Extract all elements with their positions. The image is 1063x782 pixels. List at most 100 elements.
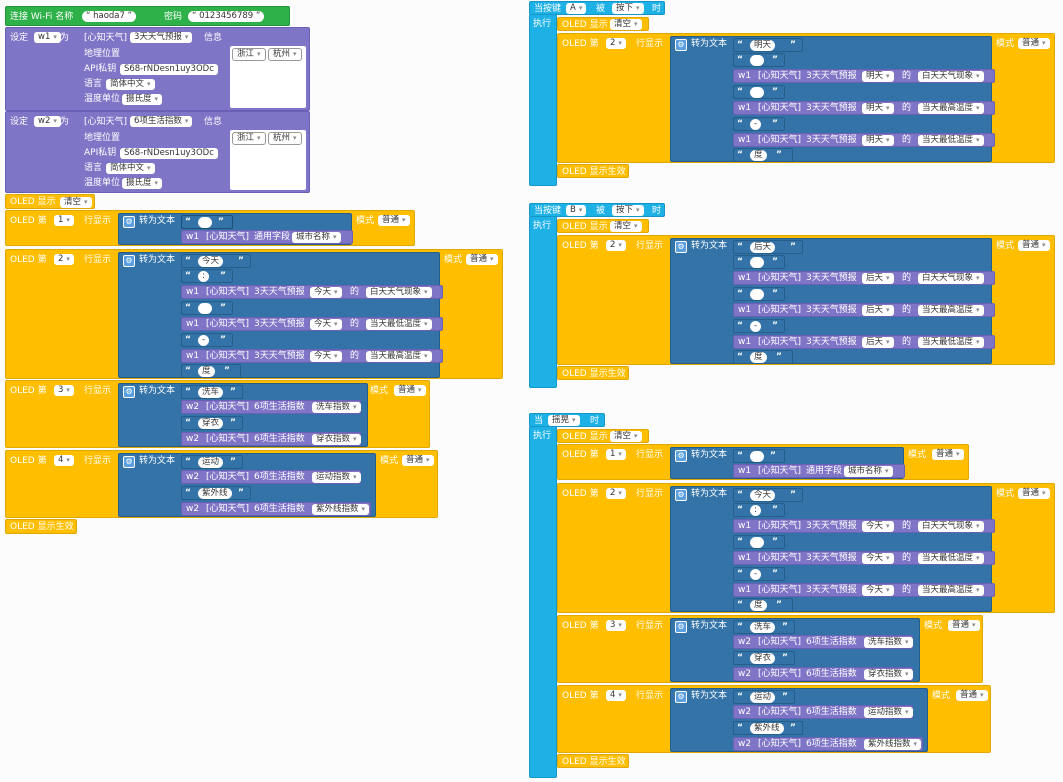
- field-dropdown[interactable]: 当天最低温度: [366, 319, 432, 330]
- w2-setting-block[interactable]: 设定 w2 为 [心知天气] 6项生活指数 信息 地理位置 浙江 杭州 API私…: [5, 111, 310, 193]
- life-index-block[interactable]: w2[心知天气]6项生活指数穿衣指数: [181, 432, 361, 446]
- text-literal-block[interactable]: “洗车”: [733, 620, 795, 634]
- text-literal-block[interactable]: “后天”: [733, 240, 803, 254]
- to-text-block[interactable]: ⚙ 转为文本 “今天” “:” w1[心知天气]3天天气预报今天的白天天气现象 …: [670, 486, 995, 612]
- text-value[interactable]: :: [198, 271, 209, 282]
- text-literal-block[interactable]: “-”: [733, 567, 785, 581]
- field-dropdown[interactable]: 白天天气现象: [366, 287, 432, 298]
- field-dropdown[interactable]: 白天天气现象: [918, 71, 984, 82]
- text-literal-block[interactable]: “穿衣”: [181, 416, 243, 430]
- text-literal-block[interactable]: “:”: [733, 503, 785, 517]
- text-value[interactable]: 今天: [750, 490, 776, 501]
- weather-field-block[interactable]: w1[心知天气]3天天气预报后天的白天天气现象: [733, 271, 995, 285]
- text-value[interactable]: 度: [750, 352, 767, 363]
- text-literal-block[interactable]: “-”: [733, 117, 785, 131]
- wifi-ssid[interactable]: “ haoda7 ”: [82, 11, 137, 22]
- text-value[interactable]: 度: [750, 600, 767, 611]
- button-dropdown[interactable]: B: [566, 205, 587, 216]
- w2-unit-dropdown[interactable]: 摄氏度: [122, 178, 163, 189]
- day-dropdown[interactable]: 后天: [862, 273, 894, 284]
- text-literal-block[interactable]: “紫外线”: [181, 486, 251, 500]
- oled-clear-dropdown[interactable]: 清空: [610, 431, 642, 442]
- life-index-block[interactable]: w2[心知天气]6项生活指数紫外线指数: [733, 737, 923, 751]
- weather-field-block[interactable]: w1[心知天气]3天天气预报明天的当天最低温度: [733, 133, 995, 147]
- press-dropdown[interactable]: 按下: [612, 3, 644, 14]
- day-dropdown[interactable]: 明天: [862, 103, 894, 114]
- text-value[interactable]: [198, 217, 212, 228]
- text-literal-block[interactable]: “今天”: [181, 254, 251, 268]
- mode-dropdown[interactable]: 普通: [1018, 38, 1050, 49]
- weather-field-block[interactable]: w1[心知天气]3天天气预报今天的当天最低温度: [733, 551, 995, 565]
- w2-var-dropdown[interactable]: w2: [34, 116, 61, 127]
- oled-clear-block[interactable]: OLED 显示 清空: [557, 219, 649, 233]
- life-index-block[interactable]: w2[心知天气]6项生活指数穿衣指数: [733, 667, 913, 681]
- life-index-block[interactable]: w2[心知天气]6项生活指数紫外线指数: [181, 502, 371, 516]
- text-value[interactable]: 今天: [198, 256, 224, 267]
- mode-dropdown[interactable]: 普通: [402, 455, 434, 466]
- life-index-block[interactable]: w2[心知天气]6项生活指数洗车指数: [733, 635, 913, 649]
- day-dropdown[interactable]: 后天: [862, 337, 894, 348]
- to-text-block[interactable]: ⚙ 转为文本 “后天” “ ” w1[心知天气]3天天气预报后天的白天天气现象 …: [670, 238, 995, 364]
- text-literal-block[interactable]: “-”: [733, 319, 785, 333]
- field-dropdown[interactable]: 当天最高温度: [366, 351, 432, 362]
- to-text-block[interactable]: ⚙ 转为文本 “今天” “:” w1[心知天气]3天天气预报今天的白天天气现象 …: [118, 252, 443, 378]
- weather-field-block[interactable]: w1[心知天气]3天天气预报今天的白天天气现象: [733, 519, 995, 533]
- field-dropdown[interactable]: 白天天气现象: [918, 521, 984, 532]
- text-literal-block[interactable]: “明天”: [733, 38, 803, 52]
- gear-icon[interactable]: ⚙: [675, 489, 687, 501]
- gear-icon[interactable]: ⚙: [123, 386, 135, 398]
- field-dropdown[interactable]: 紫外线指数: [864, 739, 922, 750]
- text-literal-block[interactable]: “:”: [181, 269, 233, 283]
- text-value[interactable]: 洗车: [198, 387, 224, 398]
- line-number-dropdown[interactable]: 2: [54, 254, 74, 265]
- weather-field-block[interactable]: w1[心知天气]3天天气预报明天的白天天气现象: [733, 69, 995, 83]
- text-value[interactable]: [750, 87, 764, 98]
- field-dropdown[interactable]: 当天最低温度: [918, 337, 984, 348]
- text-value[interactable]: 明天: [750, 40, 776, 51]
- day-dropdown[interactable]: 今天: [862, 585, 894, 596]
- w1-unit-dropdown[interactable]: 摄氏度: [122, 94, 163, 105]
- field-dropdown[interactable]: 当天最低温度: [918, 135, 984, 146]
- text-literal-block[interactable]: “ ”: [181, 215, 233, 229]
- gear-icon[interactable]: ⚙: [675, 621, 687, 633]
- weather-field-block[interactable]: w1[心知天气]3天天气预报后天的当天最高温度: [733, 303, 995, 317]
- text-value[interactable]: :: [750, 505, 761, 516]
- text-value[interactable]: 紫外线: [750, 723, 784, 734]
- text-literal-block[interactable]: “ ”: [733, 449, 785, 463]
- field-dropdown[interactable]: 白天天气现象: [918, 273, 984, 284]
- oled-effect-block[interactable]: OLED 显示生效: [557, 164, 629, 178]
- field-dropdown[interactable]: 当天最高温度: [918, 305, 984, 316]
- weather-field-block[interactable]: w1[心知天气]3天天气预报明天的当天最高温度: [733, 101, 995, 115]
- press-dropdown[interactable]: 按下: [612, 205, 644, 216]
- text-value[interactable]: [750, 55, 764, 66]
- w2-api-key-input[interactable]: S68-rNDesn1uy3ODc: [120, 148, 218, 159]
- weather-field-block[interactable]: w1[心知天气]3天天气预报今天的当天最高温度: [181, 349, 443, 363]
- line-number-dropdown[interactable]: 4: [54, 455, 74, 466]
- w1-setting-block[interactable]: 设定 w1 为 [心知天气] 3天天气预报 信息 地理位置 浙江 杭州 API私…: [5, 27, 310, 111]
- field-dropdown[interactable]: 洗车指数: [312, 402, 361, 413]
- oled-line-3-block[interactable]: OLED 第 3 行显示 ⚙ 转为文本 “洗车” w2[心知天气]6项生活指数洗…: [5, 380, 430, 448]
- text-value[interactable]: -: [750, 119, 762, 130]
- life-index-block[interactable]: w2[心知天气]6项生活指数运动指数: [181, 470, 361, 484]
- weather-field-block[interactable]: w1[心知天气]3天天气预报今天的当天最低温度: [181, 317, 443, 331]
- gear-icon[interactable]: ⚙: [675, 450, 687, 462]
- text-value[interactable]: 度: [750, 150, 767, 161]
- wifi-connect-block[interactable]: 连接 Wi-Fi 名称 “ haoda7 ” 密码 “ 0123456789 ”: [5, 6, 290, 26]
- field-dropdown[interactable]: 洗车指数: [864, 637, 913, 648]
- line-number-dropdown[interactable]: 1: [606, 449, 626, 460]
- weather-field-block[interactable]: w1[心知天气]3天天气预报今天的白天天气现象: [181, 285, 443, 299]
- text-value[interactable]: 后天: [750, 242, 776, 253]
- mode-dropdown[interactable]: 普通: [956, 690, 988, 701]
- text-literal-block[interactable]: “度”: [181, 364, 241, 378]
- w1-province-dropdown[interactable]: 浙江: [232, 48, 266, 61]
- oled-clear-block[interactable]: OLED 显示 清空: [557, 17, 649, 31]
- life-index-block[interactable]: w2[心知天气]6项生活指数运动指数: [733, 705, 913, 719]
- oled-line-1-block[interactable]: OLED 第 1 行显示 ⚙ 转为文本 “ ” w1[心知天气]通用字段城市名称…: [557, 444, 969, 480]
- day-dropdown[interactable]: 明天: [862, 135, 894, 146]
- text-value[interactable]: [198, 303, 212, 314]
- day-dropdown[interactable]: 今天: [862, 553, 894, 564]
- text-value[interactable]: [750, 451, 764, 462]
- field-dropdown[interactable]: 当天最高温度: [918, 585, 984, 596]
- mode-dropdown[interactable]: 普通: [378, 215, 410, 226]
